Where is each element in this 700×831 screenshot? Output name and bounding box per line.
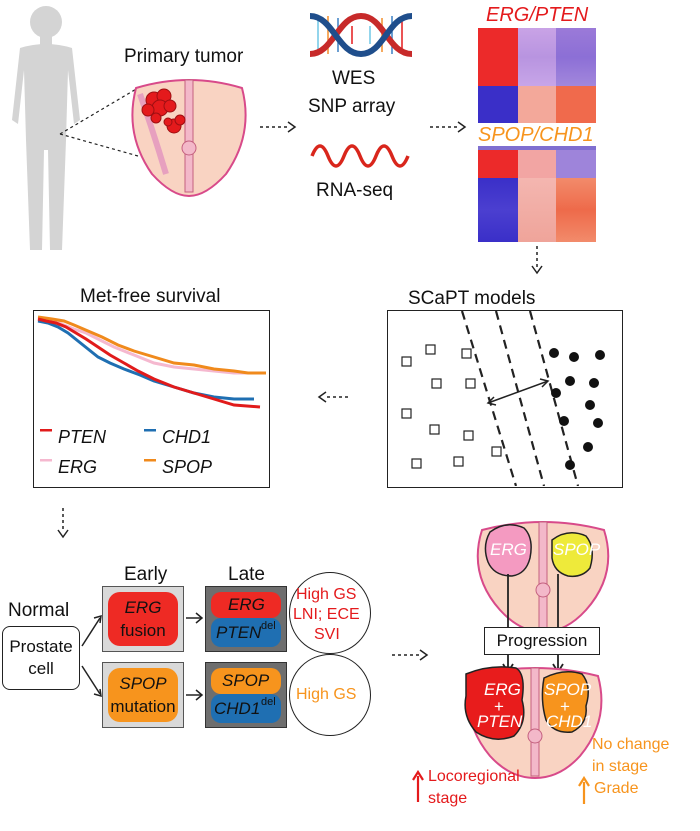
locoregional-label: Locoregional (428, 768, 520, 785)
survival-plot: PTEN CHD1 ERG SPOP (33, 310, 270, 488)
erg-curve (37, 317, 260, 375)
primary-tumor-label: Primary tumor (124, 46, 244, 67)
late-pten-label: PTEN (477, 712, 523, 731)
late-erg-label: ERG (484, 680, 521, 699)
branch-arrows (81, 614, 102, 698)
up-arrow-orange-icon (578, 776, 590, 804)
zoom-lines (59, 87, 139, 157)
rnaseq-label: RNA-seq (316, 180, 394, 201)
arrow-4 (317, 391, 348, 403)
pten-curve (37, 317, 261, 409)
erg-pten-box: ERG PTEN del (205, 586, 287, 652)
in-stage-label: in stage (592, 758, 649, 775)
early-label: Early (124, 564, 168, 585)
arrow-5 (57, 508, 69, 539)
spop-mutation-box: SPOP mutation (102, 662, 184, 728)
wes-label: WES (332, 68, 376, 89)
stage-label: stage (428, 790, 468, 807)
legend-chd1: CHD1 (162, 427, 212, 447)
heatmap-1-title: ERG/PTEN (486, 4, 589, 26)
arrow-1 (260, 121, 297, 133)
late-spop-label: SPOP (544, 680, 592, 699)
arrow-3 (531, 246, 543, 275)
arrow-2 (430, 121, 467, 133)
spop-region-label: SPOP (553, 540, 601, 559)
heatmap-1 (478, 28, 596, 123)
scapt-plot (387, 310, 623, 488)
up-arrow-red-icon (412, 770, 424, 802)
heatmap-2 (478, 146, 596, 242)
arrow-6 (392, 649, 429, 661)
spop-chd1-box: SPOP CHD1 del (205, 662, 287, 728)
no-change-label: No change (592, 736, 670, 753)
prostate-late-icon (464, 666, 603, 780)
heatmap-2-title: SPOP/CHD1 (478, 124, 594, 146)
legend-spop: SPOP (162, 457, 213, 477)
erg-region-label: ERG (490, 540, 527, 559)
prostate-early-icon (476, 521, 610, 634)
erg-fusion-box: ERG fusion (102, 586, 184, 652)
prostate-cell-box: Prostate cell (2, 626, 80, 690)
survival-title: Met-free survival (80, 286, 221, 307)
prostate-tumor-icon (131, 79, 247, 198)
snp-array-label: SNP array (308, 96, 396, 117)
late-plus-1: + (494, 697, 504, 716)
late-label: Late (228, 564, 265, 585)
legend-erg: ERG (58, 457, 98, 477)
arrow-early-late-2 (186, 689, 204, 701)
erg-outcome-circle (289, 572, 371, 654)
human-silhouette-icon (12, 6, 80, 250)
normal-label: Normal (8, 600, 70, 621)
progression-box: Progression (484, 627, 600, 655)
legend-pten: PTEN (58, 427, 107, 447)
rna-wave-icon (310, 144, 410, 168)
scapt-title: SCaPT models (408, 288, 536, 309)
late-plus-2: + (560, 697, 570, 716)
spop-curve (37, 315, 266, 375)
arrow-early-late-1 (186, 612, 204, 624)
late-chd1-label: CHD1 (546, 712, 593, 731)
dna-helix-icon (309, 12, 413, 58)
spop-outcome-circle (289, 654, 371, 736)
grade-label: Grade (594, 780, 639, 797)
